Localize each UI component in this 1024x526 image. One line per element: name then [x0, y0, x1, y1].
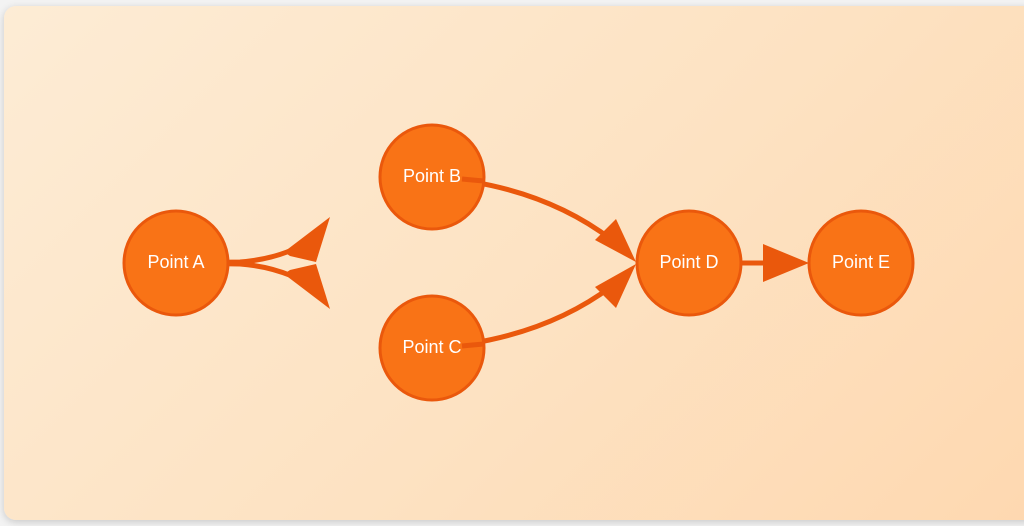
- node-point-b-circle: [378, 123, 486, 231]
- node-point-e[interactable]: Point E: [807, 209, 915, 317]
- node-point-e-circle: [807, 209, 915, 317]
- node-point-b-label: Point B: [403, 166, 461, 186]
- edge-b-d-overlay: [461, 176, 485, 184]
- edge-a-c-arrowhead: [284, 264, 330, 309]
- node-point-c[interactable]: Point C: [378, 294, 486, 402]
- edge-d-e-arrowhead: [763, 244, 809, 282]
- node-point-b[interactable]: Point B: [378, 123, 486, 231]
- edge-overlays: [461, 176, 485, 349]
- node-point-d-circle: [635, 209, 743, 317]
- node-point-e-label: Point E: [832, 252, 890, 272]
- node-point-d-label: Point D: [659, 252, 718, 272]
- node-point-a[interactable]: Point A: [122, 209, 230, 317]
- nodes-layer: Point A Point B Point C Point D Point E: [122, 123, 915, 402]
- node-point-c-label: Point C: [402, 337, 461, 357]
- edge-c-d-arrowhead: [595, 264, 636, 308]
- node-point-a-circle: [122, 209, 230, 317]
- edge-d-e[interactable]: [740, 244, 809, 282]
- edge-a-c[interactable]: [175, 260, 330, 309]
- node-point-a-label: Point A: [147, 252, 204, 272]
- node-point-d[interactable]: Point D: [635, 209, 743, 317]
- edge-c-d-overlay: [461, 341, 485, 349]
- edge-a-b-arrowhead: [284, 217, 330, 262]
- edge-b-d-arrowhead: [595, 219, 636, 262]
- node-point-c-circle: [378, 294, 486, 402]
